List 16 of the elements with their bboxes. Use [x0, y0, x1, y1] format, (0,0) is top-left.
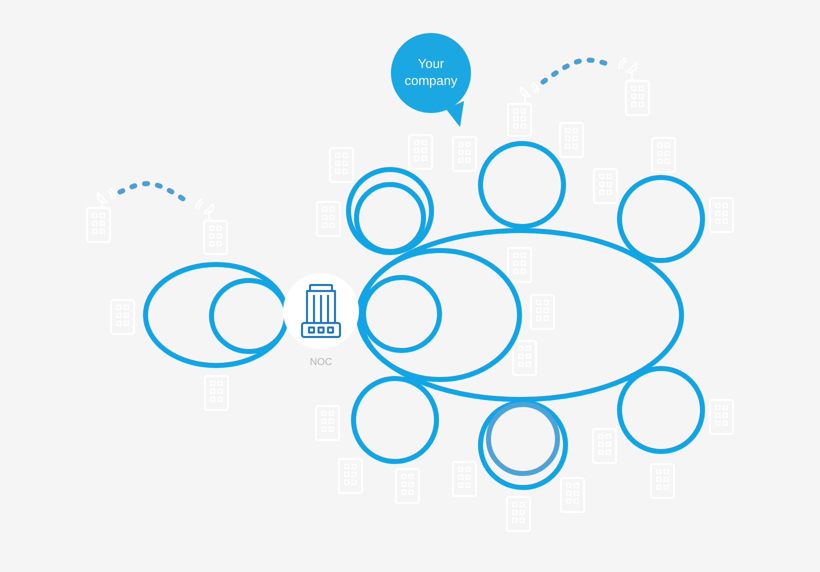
- node-caption: NOC: [308, 357, 334, 368]
- circle-outline: [478, 141, 566, 229]
- ellipse-outline: [209, 278, 289, 354]
- ellipse-outline: [361, 275, 442, 353]
- circle-outline: [617, 175, 705, 263]
- speech-bubble: [391, 33, 471, 128]
- bubble-text: Your company: [404, 56, 458, 90]
- circle-outline: [346, 167, 434, 255]
- circle-outline: [351, 376, 439, 464]
- ellipse-outline: [358, 248, 522, 382]
- circle-outline: [617, 366, 705, 454]
- icon-disc: [283, 273, 359, 349]
- circle-outline: [486, 402, 560, 476]
- ellipse-outline: [356, 228, 684, 402]
- ellipse-outline: [143, 262, 289, 368]
- circle-outline: [478, 400, 568, 490]
